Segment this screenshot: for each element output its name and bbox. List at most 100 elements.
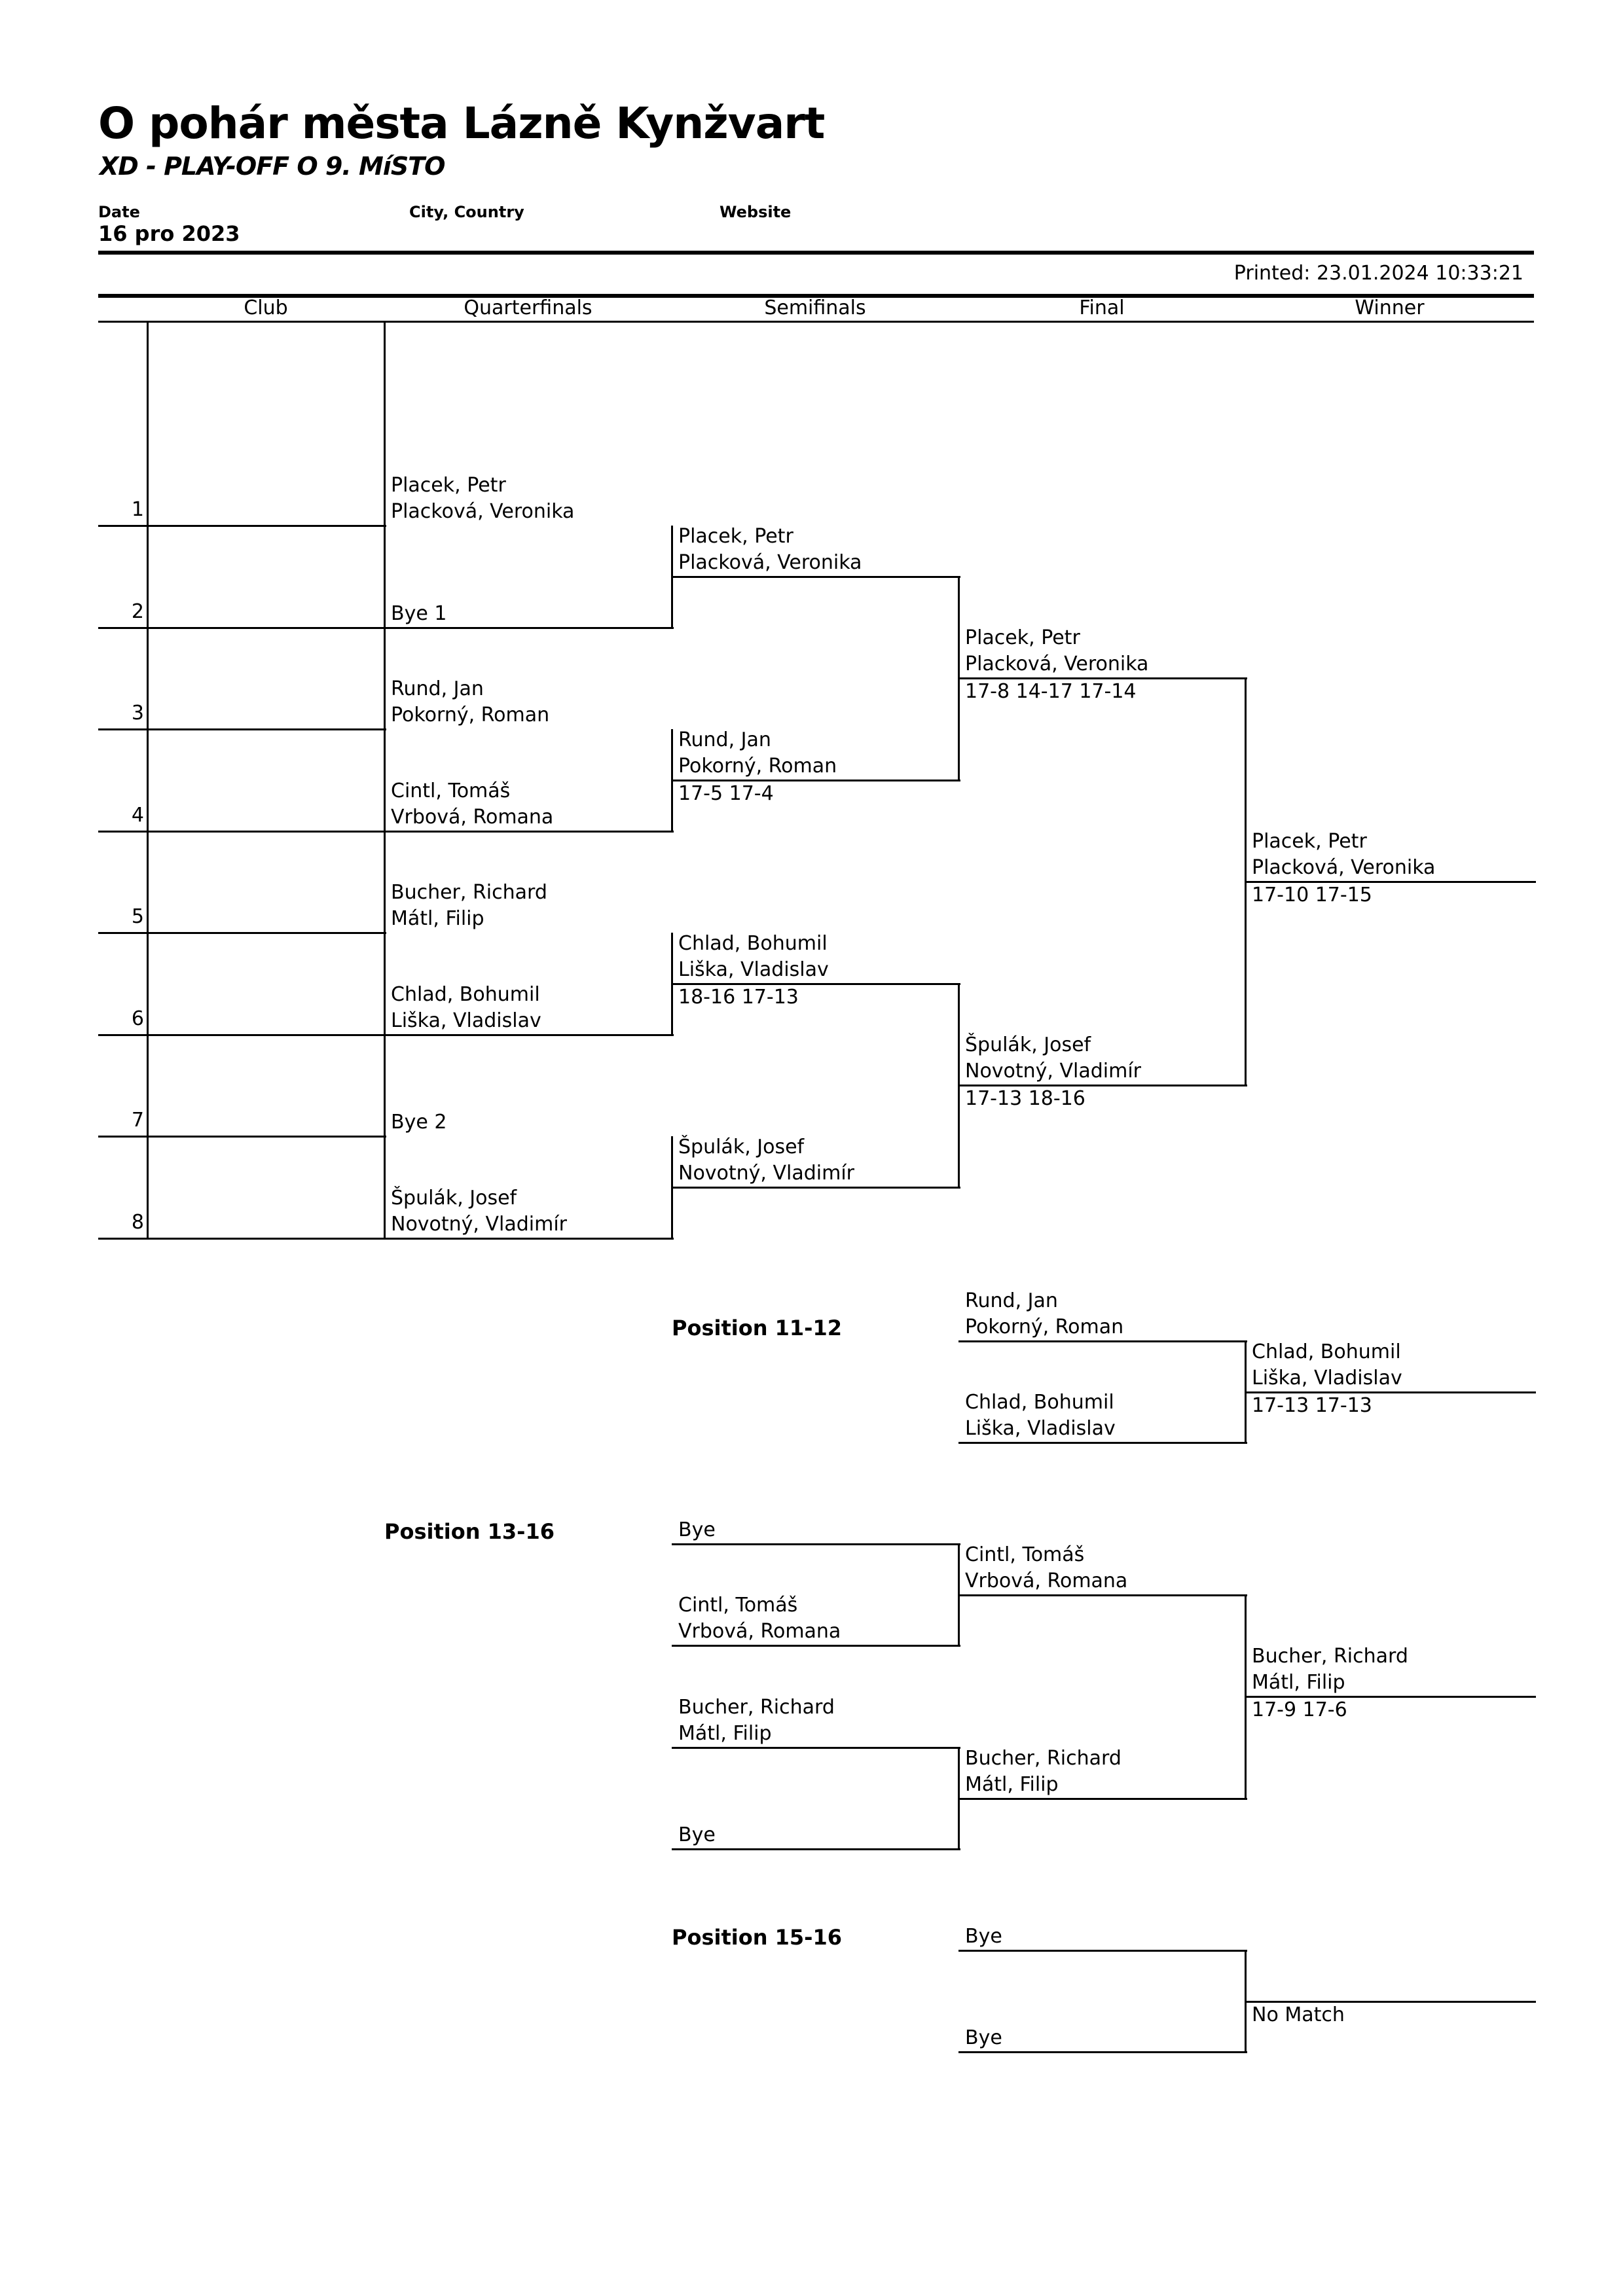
final-entry-line2: Novotný, Vladimír — [965, 1060, 1142, 1083]
pos11-winner-line — [1245, 1391, 1536, 1393]
pos15-winner-score: No Match — [1252, 2003, 1345, 2026]
sf-line — [672, 575, 960, 578]
pos13-r1-line — [672, 1543, 960, 1545]
pos15-entry-line2: Bye — [965, 1925, 1002, 1948]
qf-entry-line1: Cintl, Tomáš — [391, 779, 511, 802]
pos11-winner-score: 17-13 17-13 — [1252, 1393, 1372, 1417]
draw-row-line — [98, 932, 386, 934]
draw-row-line — [98, 626, 386, 629]
qf-entry-line2: Bye 1 — [391, 601, 447, 625]
final-line — [958, 677, 1247, 680]
qf-entry-line1: Rund, Jan — [391, 677, 484, 700]
section-label-13-16: Position 13-16 — [384, 1519, 555, 1544]
qf-entry-line1: Špulák, Josef — [391, 1186, 517, 1210]
seed-number: 8 — [131, 1210, 144, 1234]
seed-number: 4 — [131, 803, 144, 827]
qf-entry-line1: Chlad, Bohumil — [391, 982, 540, 1006]
final-entry-line1: Placek, Petr — [965, 626, 1080, 650]
final-line — [958, 1085, 1247, 1087]
sf-entry-line1: Chlad, Bohumil — [678, 931, 828, 955]
sf-entry-line1: Placek, Petr — [678, 524, 793, 548]
pos13-r2-line — [958, 1797, 1247, 1800]
qf-entry-line2: Placková, Veronika — [391, 500, 575, 523]
qf-entry-line1: Bucher, Richard — [391, 881, 547, 904]
draw-row-line — [98, 1237, 386, 1240]
pos13-r2-line — [958, 1594, 1247, 1596]
pos13-winner-line — [1245, 1696, 1536, 1698]
pos13-r1-entry-line2: Mátl, Filip — [678, 1722, 772, 1745]
winner-entry-line1: Placek, Petr — [1252, 830, 1367, 853]
pos11-entry-line1: Chlad, Bohumil — [965, 1391, 1114, 1414]
pos13-r2-entry-line2: Vrbová, Romana — [965, 1569, 1128, 1592]
final-entry-line2: Placková, Veronika — [965, 653, 1149, 676]
col-header-quarterfinals: Quarterfinals — [464, 296, 593, 319]
qf-line — [384, 1237, 674, 1240]
qf-line — [384, 830, 674, 833]
qf-entry-line2: Bye 2 — [391, 1111, 447, 1134]
column-header-top-rule — [98, 294, 1534, 298]
draw-row-line — [98, 728, 386, 730]
pos13-r2-entry-line1: Cintl, Tomáš — [965, 1543, 1085, 1566]
pos13-winner-line2: Mátl, Filip — [1252, 1671, 1345, 1694]
sf-entry-score: 17-5 17-4 — [678, 781, 774, 805]
sf-entry-line1: Špulák, Josef — [678, 1135, 805, 1158]
col-header-club: Club — [244, 296, 288, 319]
city-label: City, Country — [409, 203, 524, 221]
seed-number: 1 — [131, 498, 144, 521]
pos13-r1-line — [672, 1848, 960, 1850]
sf-entry-line2: Placková, Veronika — [678, 550, 862, 574]
website-label: Website — [720, 203, 792, 221]
pos15-winner-line — [1245, 2000, 1536, 2003]
pos13-r1-entry-line2: Bye — [678, 1823, 716, 1846]
pos13-r1-entry-line2: Bye — [678, 1518, 716, 1541]
sf-entry-score: 18-16 17-13 — [678, 985, 799, 1009]
section-label-11-12: Position 11-12 — [672, 1316, 842, 1340]
sf-entry-line2: Novotný, Vladimír — [678, 1161, 855, 1185]
sf-entry-line1: Rund, Jan — [678, 728, 771, 751]
club-column-left-border — [147, 323, 149, 1240]
seed-number: 3 — [131, 702, 144, 725]
section-label-15-16: Position 15-16 — [672, 1925, 842, 1950]
qf-entry-line2: Liška, Vladislav — [391, 1009, 541, 1032]
pos13-r2-entry-line1: Bucher, Richard — [965, 1746, 1122, 1770]
draw-row-line — [98, 1033, 386, 1036]
date-value: 16 pro 2023 — [98, 221, 240, 246]
pos13-r1-entry-line1: Bucher, Richard — [678, 1696, 835, 1719]
pos11-entry-line2: Pokorný, Roman — [965, 1316, 1124, 1338]
qf-line — [384, 626, 674, 629]
header-rule — [98, 251, 1534, 255]
pos15-entry-line2: Bye — [965, 2026, 1002, 2049]
event-subtitle: XD - PLAY-OFF O 9. MíSTO — [100, 152, 445, 181]
pos13-r1-entry-line1: Cintl, Tomáš — [678, 1594, 798, 1617]
final-entry-line1: Špulák, Josef — [965, 1033, 1091, 1057]
tournament-title: O pohár města Lázně Kynžvart — [98, 98, 825, 149]
qf-entry-line2: Vrbová, Romana — [391, 805, 554, 829]
winner-line — [1245, 881, 1536, 884]
column-header-bottom-rule — [98, 321, 1534, 323]
qf-entry-line2: Mátl, Filip — [391, 907, 484, 930]
pos13-r1-line — [672, 1747, 960, 1749]
seed-number: 2 — [131, 600, 144, 623]
sf-line — [672, 779, 960, 781]
col-header-final: Final — [1079, 296, 1125, 319]
pos15-line — [958, 2051, 1247, 2053]
qf-entry-line2: Novotný, Vladimír — [391, 1212, 568, 1236]
printed-timestamp: Printed: 23.01.2024 10:33:21 — [1233, 262, 1523, 285]
pos13-r1-line — [672, 1645, 960, 1647]
seed-number: 7 — [131, 1109, 144, 1132]
sf-entry-line2: Liška, Vladislav — [678, 958, 829, 981]
pos11-winner-line1: Chlad, Bohumil — [1252, 1340, 1401, 1363]
final-entry-score: 17-13 18-16 — [965, 1087, 1085, 1111]
qf-entry-line2: Pokorný, Roman — [391, 704, 550, 726]
final-entry-score: 17-8 14-17 17-14 — [965, 680, 1137, 704]
qf-line — [384, 1033, 674, 1036]
pos15-line — [958, 1950, 1247, 1952]
winner-entry-score: 17-10 17-15 — [1252, 884, 1372, 907]
sf-line — [672, 982, 960, 985]
col-header-semifinals: Semifinals — [764, 296, 866, 319]
pos11-winner-line2: Liška, Vladislav — [1252, 1366, 1402, 1390]
draw-row-line — [98, 525, 386, 527]
club-column-right-border — [384, 323, 386, 1240]
qf-entry-line1: Placek, Petr — [391, 474, 506, 497]
pos13-r1-entry-line2: Vrbová, Romana — [678, 1620, 841, 1643]
